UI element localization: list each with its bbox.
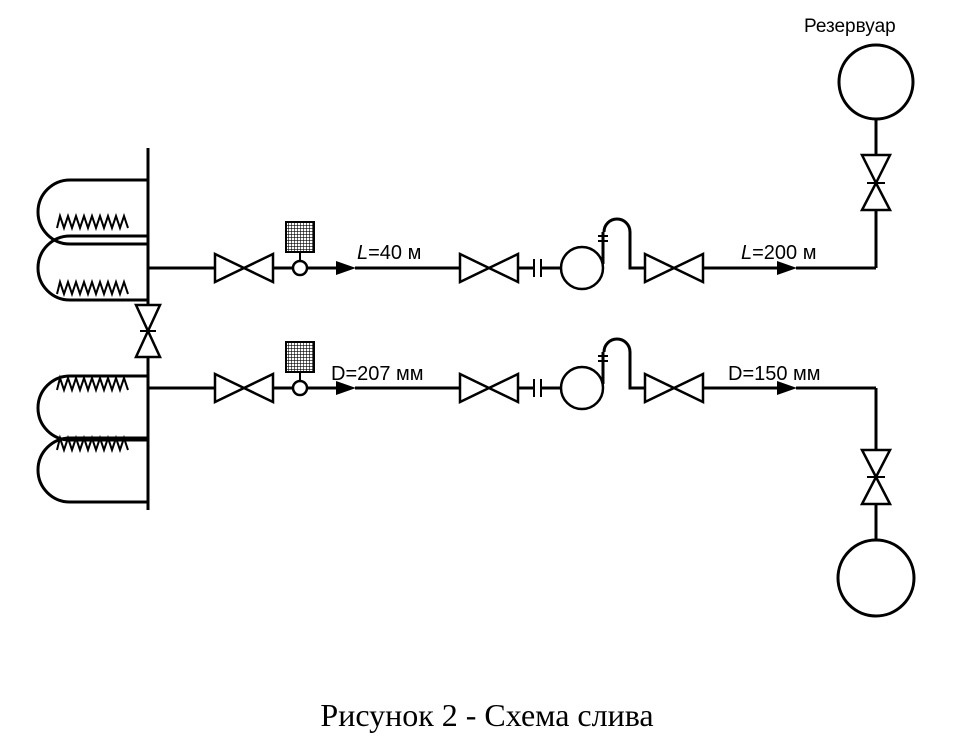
figure-caption: Рисунок 2 - Схема слива	[320, 697, 654, 733]
heating-coil-3	[56, 374, 129, 394]
lower-flow-arrow-1	[336, 381, 356, 395]
lower-pump-icon	[559, 365, 605, 411]
heating-coil-4	[56, 434, 129, 454]
diameter-label-1: D=207 мм	[331, 363, 424, 385]
lower-valve-1	[213, 372, 247, 404]
reservoir-upper	[837, 43, 915, 121]
upper-filter-icon	[285, 221, 315, 253]
lower-pipeline	[148, 337, 878, 450]
upper-pump-icon	[559, 245, 605, 291]
upper-valve-2	[458, 252, 492, 284]
collector-valve	[134, 303, 162, 359]
upper-heater-node	[291, 259, 309, 277]
length-label-1: L=40 м	[357, 242, 421, 264]
lower-valve-2	[458, 372, 492, 404]
heating-coil-1	[56, 212, 129, 232]
upper-flow-arrow-1	[336, 261, 356, 275]
lower-valve-3	[643, 372, 677, 404]
heating-coil-2	[56, 278, 129, 298]
upper-valve-3	[643, 252, 677, 284]
tank-loop-1	[36, 178, 148, 246]
lower-heater-node	[291, 379, 309, 397]
tank-loop-2	[36, 234, 148, 302]
tank-loop-4	[36, 434, 148, 504]
reservoir-valve-lower	[859, 448, 893, 506]
lower-flow-arrow-2	[777, 381, 797, 395]
upper-flow-arrow-2	[777, 261, 797, 275]
reservoir-label: Резервуар	[804, 16, 896, 37]
upper-pipeline	[148, 210, 878, 291]
lower-filter-icon	[285, 341, 315, 373]
upper-valve-1	[213, 252, 247, 284]
length-label-2: L=200 м	[741, 242, 816, 264]
reservoir-valve-upper	[859, 153, 893, 212]
reservoir-lower	[836, 538, 916, 618]
diameter-label-2: D=150 мм	[728, 363, 821, 385]
tank-loop-3	[36, 374, 148, 442]
